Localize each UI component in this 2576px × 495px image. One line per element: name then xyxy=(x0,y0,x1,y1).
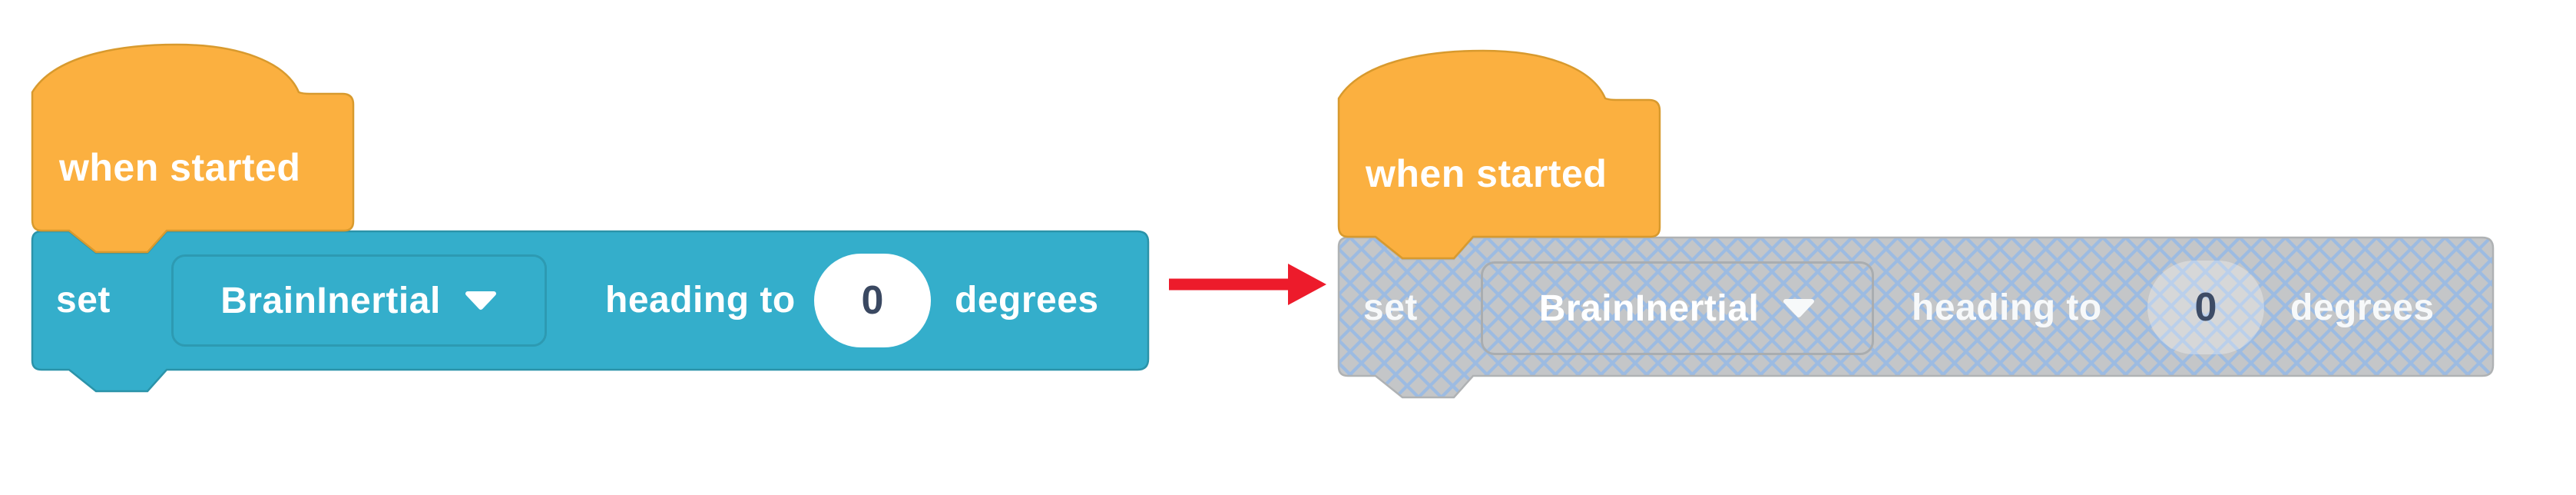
when-started-label-right: when started xyxy=(1366,152,1608,195)
when-started-hat-block-right[interactable] xyxy=(1337,49,1661,260)
device-dropdown-disabled: BrainInertial xyxy=(1481,261,1874,355)
when-started-hat-block[interactable] xyxy=(31,43,355,254)
device-dropdown-value-disabled: BrainInertial xyxy=(1538,287,1760,329)
set-label-disabled: set xyxy=(1363,287,1418,328)
dropdown-arrow-icon-disabled xyxy=(1782,298,1816,318)
set-heading-block-disabled[interactable] xyxy=(1337,236,2495,399)
device-dropdown-value: BrainInertial xyxy=(220,280,441,321)
degrees-label-disabled: degrees xyxy=(2290,287,2435,328)
heading-value-disabled: 0 xyxy=(2194,285,2217,330)
degrees-label: degrees xyxy=(955,280,1099,321)
when-started-label: when started xyxy=(59,146,301,189)
device-dropdown[interactable]: BrainInertial xyxy=(171,254,547,347)
heading-value-input[interactable]: 0 xyxy=(814,254,931,347)
heading-to-label: heading to xyxy=(605,280,796,321)
dropdown-arrow-icon xyxy=(464,291,498,311)
heading-value-input-disabled: 0 xyxy=(2147,261,2264,354)
heading-to-label-disabled: heading to xyxy=(1912,287,2102,328)
set-label: set xyxy=(56,280,111,321)
heading-value: 0 xyxy=(861,278,884,323)
transition-arrow-icon xyxy=(1169,264,1326,305)
